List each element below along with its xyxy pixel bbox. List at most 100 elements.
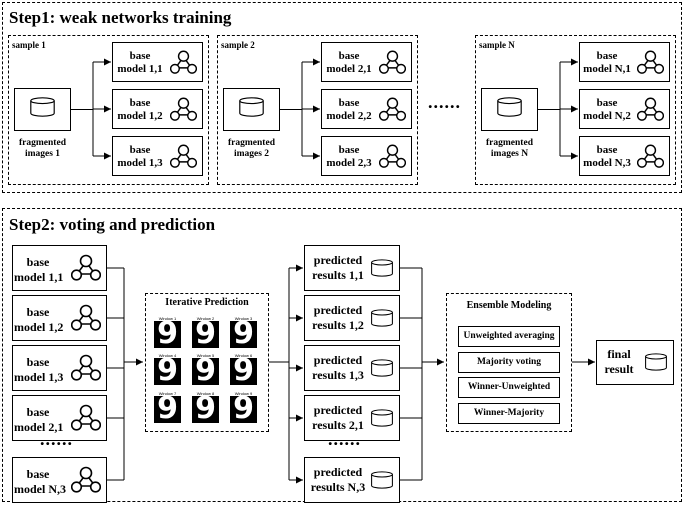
step2-base-model-4-label: base model 2,1	[14, 405, 64, 434]
window-label: Window 9	[234, 391, 253, 396]
digit-image: 9	[230, 396, 257, 423]
digit-glyph: 9	[233, 396, 254, 423]
step1-sample2-model-2-network-icon	[378, 96, 407, 123]
predicted-results-label-4: predicted results 2,1	[312, 403, 364, 432]
digit-image: 9	[154, 396, 181, 423]
digit-image: 9	[230, 358, 257, 385]
step1-sample3-model-2-label: base model N,2	[583, 97, 631, 122]
window-label: Window 2	[196, 316, 215, 321]
digit-glyph: 9	[233, 358, 254, 385]
step1-sample2-model-3-label: base model 2,3	[326, 144, 372, 169]
final-result-database-icon	[644, 353, 668, 371]
fragmented-images-3-database-icon	[496, 97, 523, 117]
step1-sample1-model-2-network-icon	[169, 96, 198, 123]
step1-sample3-model-3-label: base model N,3	[583, 144, 631, 169]
step2-base-model-5-label: base model N,3	[14, 467, 66, 496]
step1-sample1-model-2-label: base model 1,2	[117, 97, 163, 122]
window-label: Window 4	[158, 353, 177, 358]
step2-base-model-3-label: base model 1,3	[14, 355, 64, 384]
sample-panel-n	[475, 35, 676, 185]
step1-sample2-model-3-network-icon	[378, 143, 407, 170]
window-label: Window 8	[196, 391, 215, 396]
digit-glyph: 9	[157, 396, 178, 423]
digit-image: 9	[192, 321, 219, 348]
iterative-prediction-panel	[145, 293, 269, 432]
digit-glyph: 9	[195, 321, 216, 348]
predicted-results-3-database-icon	[370, 359, 394, 377]
step1-sample2-model-1-network-icon	[378, 49, 407, 76]
window-label: Window 1	[158, 316, 177, 321]
ensemble-method-1[interactable]: Unweighted averaging	[458, 326, 560, 347]
step1-sample3-model-2-network-icon	[636, 96, 665, 123]
step2-base-model-1-network-icon	[70, 253, 102, 283]
predicted-results-2-database-icon	[370, 309, 394, 327]
predicted-results-label-2: predicted results 1,2	[312, 303, 364, 332]
fragmented-images-label-1: fragmented images 1	[19, 138, 66, 159]
digit-glyph: 9	[195, 358, 216, 385]
sample-label-n: sample N	[479, 40, 515, 50]
step2-base-model-2-network-icon	[70, 303, 102, 333]
predicted-results-label-3: predicted results 1,3	[312, 353, 364, 382]
fragmented-images-label-3: fragmented images N	[486, 138, 533, 159]
step2-base-model-4-network-icon	[70, 403, 102, 433]
predicted-results-4-database-icon	[370, 409, 394, 427]
window-label: Window 3	[234, 316, 253, 321]
window-label: Window 7	[158, 391, 177, 396]
step2-base-model-5-network-icon	[70, 465, 102, 495]
predicted-results-label-5: predicted results N,3	[310, 465, 366, 494]
step1-sample3-model-3-box[interactable]	[579, 136, 670, 176]
digit-image: 9	[230, 321, 257, 348]
step1-sample2-model-2-label: base model 2,2	[326, 97, 372, 122]
step1-sample1-model-3-label: base model 1,3	[117, 144, 163, 169]
step2-base-model-3-network-icon	[70, 353, 102, 383]
sample-panel-2	[217, 35, 418, 185]
step1-sample1-model-3-network-icon	[169, 143, 198, 170]
digit-image: 9	[192, 396, 219, 423]
fragmented-images-1-database-icon	[29, 97, 56, 117]
step1-title: Step1: weak networks training	[9, 8, 232, 27]
fragmented-images-label-2: fragmented images 2	[228, 138, 275, 159]
fragmented-images-2-database-icon	[238, 97, 265, 117]
window-label: Window 6	[234, 353, 253, 358]
step2-base-model-1-label: base model 1,1	[14, 255, 64, 284]
step1-sample3-model-1-label: base model N,1	[583, 50, 631, 75]
sample-label-2: sample 2	[221, 40, 255, 50]
step2-title: Step2: voting and prediction	[9, 215, 216, 234]
ensemble-method-4[interactable]: Winner-Majority	[458, 403, 560, 424]
step1-sample2-model-1-box[interactable]	[321, 42, 412, 82]
digit-glyph: 9	[195, 396, 216, 423]
iterative-prediction-title: Iterative Prediction	[165, 297, 249, 308]
digit-image: 9	[154, 321, 181, 348]
predicted-results-5-database-icon	[370, 471, 394, 489]
step1-sample3-model-1-network-icon	[636, 49, 665, 76]
ensemble-method-3[interactable]: Winner-Unweighted	[458, 377, 560, 398]
ensemble-method-2[interactable]: Majority voting	[458, 352, 560, 373]
ensemble-title: Ensemble Modeling	[466, 300, 552, 311]
ensemble-panel	[446, 293, 572, 432]
digit-glyph: 9	[157, 321, 178, 348]
predicted-results-label-1: predicted results 1,1	[312, 253, 364, 282]
digit-image: 9	[192, 358, 219, 385]
step1-sample1-model-1-network-icon	[169, 49, 198, 76]
digit-glyph: 9	[157, 358, 178, 385]
step1-sample2-model-1-label: base model 2,1	[326, 50, 372, 75]
step1-ellipsis: ......	[428, 92, 461, 112]
final-result-label: final result	[604, 347, 634, 376]
step2-base-model-2-label: base model 1,2	[14, 305, 64, 334]
step1-sample3-model-3-network-icon	[636, 143, 665, 170]
step1-sample3-model-1-box[interactable]	[579, 42, 670, 82]
digit-image: 9	[154, 358, 181, 385]
sample-panel-1	[8, 35, 209, 185]
step1-panel	[2, 2, 682, 193]
sample-label-1: sample 1	[12, 40, 46, 50]
